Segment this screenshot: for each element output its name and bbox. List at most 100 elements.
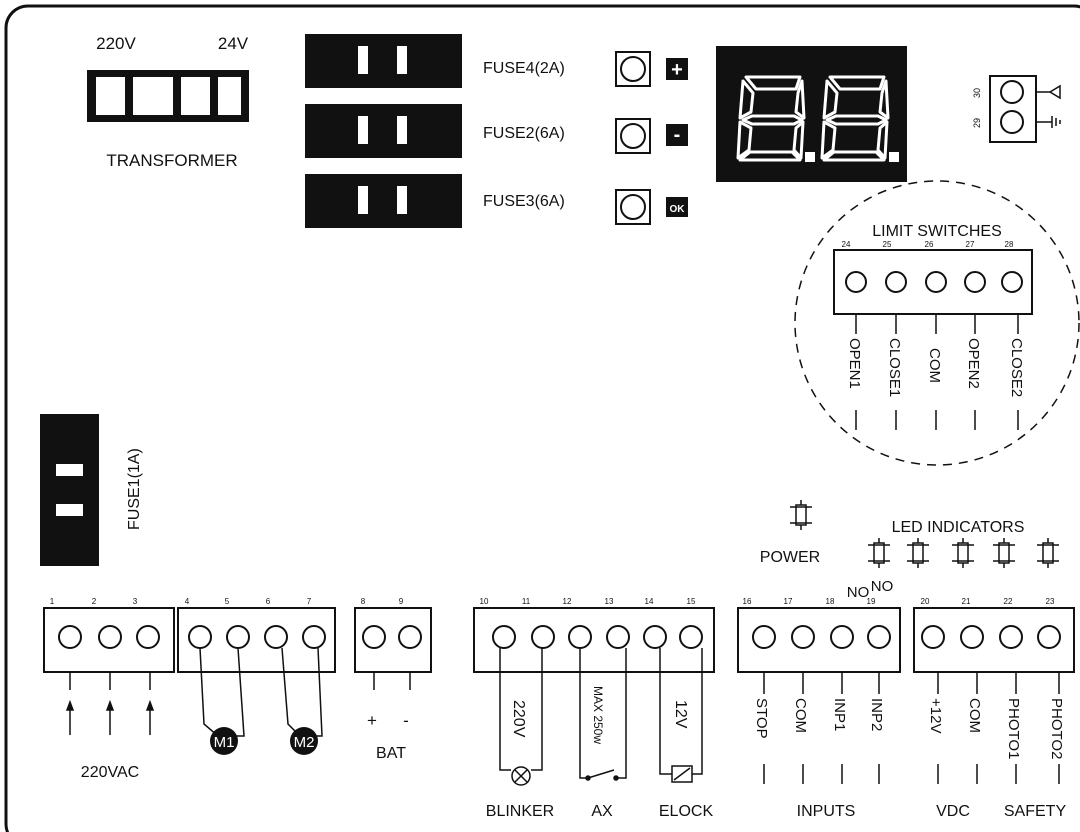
limit-label-close1: CLOSE1 xyxy=(886,338,903,397)
input-label-inp1: INP1 xyxy=(831,698,848,731)
elock-label: ELOCK xyxy=(659,803,714,820)
svg-text:2: 2 xyxy=(92,597,97,606)
plus-button[interactable] xyxy=(615,51,651,87)
svg-text:4: 4 xyxy=(185,597,190,606)
signal-arrow-icon xyxy=(1048,84,1061,100)
svg-text:17: 17 xyxy=(784,597,793,606)
safety-label-12v: +12V xyxy=(927,698,944,733)
svg-text:-: - xyxy=(674,124,681,146)
terminal-pin-numbers: 1 2 3 4 5 6 7 8 9 10 11 12 13 14 15 16 1… xyxy=(50,597,1055,606)
plus-icon: + xyxy=(666,58,688,81)
svg-text:3: 3 xyxy=(133,597,138,606)
safety-group-label: SAFETY xyxy=(1004,803,1067,820)
vdc-label: VDC xyxy=(936,803,970,820)
svg-text:11: 11 xyxy=(522,597,531,606)
elock-voltage: 12V xyxy=(672,700,689,729)
ax-label: AX xyxy=(591,803,613,820)
limit-switches: LIMIT SWITCHES 24 25 26 27 28 OPEN1 CLOS… xyxy=(794,180,1080,466)
svg-text:6: 6 xyxy=(266,597,271,606)
fuse-1-label: FUSE1(1A) xyxy=(126,448,143,530)
inputs-group-label: INPUTS xyxy=(797,803,856,820)
minus-button[interactable] xyxy=(615,118,651,154)
ax-rating: MAX 250w xyxy=(591,686,605,744)
terminal-block-1-3 xyxy=(43,607,175,673)
led-indicators-title: LED INDICATORS xyxy=(892,519,1025,536)
ok-icon: OK xyxy=(666,197,688,217)
svg-text:13: 13 xyxy=(605,597,614,606)
fuse-1 xyxy=(40,414,99,566)
ax-wiring xyxy=(579,648,627,781)
blinker-voltage: 220V xyxy=(510,700,527,738)
transformer-24v-label: 24V xyxy=(218,34,249,53)
svg-text:16: 16 xyxy=(743,597,752,606)
board-outline xyxy=(4,4,1080,832)
svg-text:5: 5 xyxy=(225,597,230,606)
limit-label-open2: OPEN2 xyxy=(965,338,982,389)
battery-wires xyxy=(373,672,411,690)
svg-text:+: + xyxy=(671,59,683,81)
power-led-icon xyxy=(790,500,812,530)
motor-m2: M2 xyxy=(281,647,323,755)
pin-30: 30 xyxy=(972,88,982,98)
fuse-3-label: FUSE3(6A) xyxy=(483,193,565,210)
terminal-screws xyxy=(58,625,1061,649)
transformer-title: TRANSFORMER xyxy=(106,151,237,170)
svg-text:28: 28 xyxy=(1005,240,1014,249)
fuse-2 xyxy=(305,104,462,158)
terminal-block-10-15 xyxy=(473,607,715,673)
safety-label-com: COM xyxy=(966,698,983,733)
svg-text:M2: M2 xyxy=(294,734,315,751)
svg-text:OK: OK xyxy=(670,204,686,215)
fuse-4-label: FUSE4(2A) xyxy=(483,60,565,77)
svg-text:14: 14 xyxy=(645,597,654,606)
svg-text:18: 18 xyxy=(826,597,835,606)
battery-label: BAT xyxy=(376,745,406,762)
limit-label-com: COM xyxy=(926,348,943,383)
pin-29: 29 xyxy=(972,118,982,128)
svg-text:25: 25 xyxy=(883,240,892,249)
svg-text:9: 9 xyxy=(399,597,404,606)
minus-icon: - xyxy=(666,124,688,146)
motor-m1: M1 xyxy=(199,647,245,755)
svg-text:24: 24 xyxy=(842,240,851,249)
input-label-inp2: INP2 xyxy=(868,698,885,731)
ok-button[interactable] xyxy=(615,189,651,225)
svg-text:15: 15 xyxy=(687,597,696,606)
elock-wiring xyxy=(659,648,703,783)
limit-label-close2: CLOSE2 xyxy=(1008,338,1025,397)
transformer-220v-label: 220V xyxy=(96,34,136,53)
svg-text:21: 21 xyxy=(962,597,971,606)
svg-text:27: 27 xyxy=(966,240,975,249)
terminal-block-8-9 xyxy=(354,607,432,673)
svg-text:M1: M1 xyxy=(214,734,235,751)
battery-plus: + xyxy=(367,711,377,730)
fuse-3 xyxy=(305,174,462,228)
battery-minus: - xyxy=(403,711,409,730)
fuse-4 xyxy=(305,34,462,88)
indicator-led-icons xyxy=(868,538,1059,568)
svg-text:26: 26 xyxy=(925,240,934,249)
ground-terminal: 30 29 xyxy=(972,75,1061,143)
terminal-block-20-23 xyxy=(913,607,1075,673)
svg-text:1: 1 xyxy=(50,597,55,606)
svg-text:22: 22 xyxy=(1004,597,1013,606)
seven-segment-display xyxy=(716,46,907,182)
ground-icon xyxy=(1051,116,1061,128)
svg-text:10: 10 xyxy=(480,597,489,606)
terminal-block-16-19 xyxy=(737,607,901,673)
input-label-com: COM xyxy=(792,698,809,733)
svg-text:8: 8 xyxy=(361,597,366,606)
transformer: 220V 24V TRANSFORMER xyxy=(87,34,249,170)
fuse-2-label: FUSE2(6A) xyxy=(483,125,565,142)
svg-text:23: 23 xyxy=(1046,597,1055,606)
ac-input-label: 220VAC xyxy=(81,764,139,781)
input-label-stop: STOP xyxy=(753,698,770,739)
svg-text:7: 7 xyxy=(307,597,312,606)
blinker-label: BLINKER xyxy=(486,803,554,820)
no-label-2: NO xyxy=(871,578,894,595)
limit-switches-title: LIMIT SWITCHES xyxy=(872,223,1002,240)
blinker-wiring xyxy=(499,648,543,786)
svg-text:19: 19 xyxy=(867,597,876,606)
terminal-block-4-7 xyxy=(177,607,336,673)
